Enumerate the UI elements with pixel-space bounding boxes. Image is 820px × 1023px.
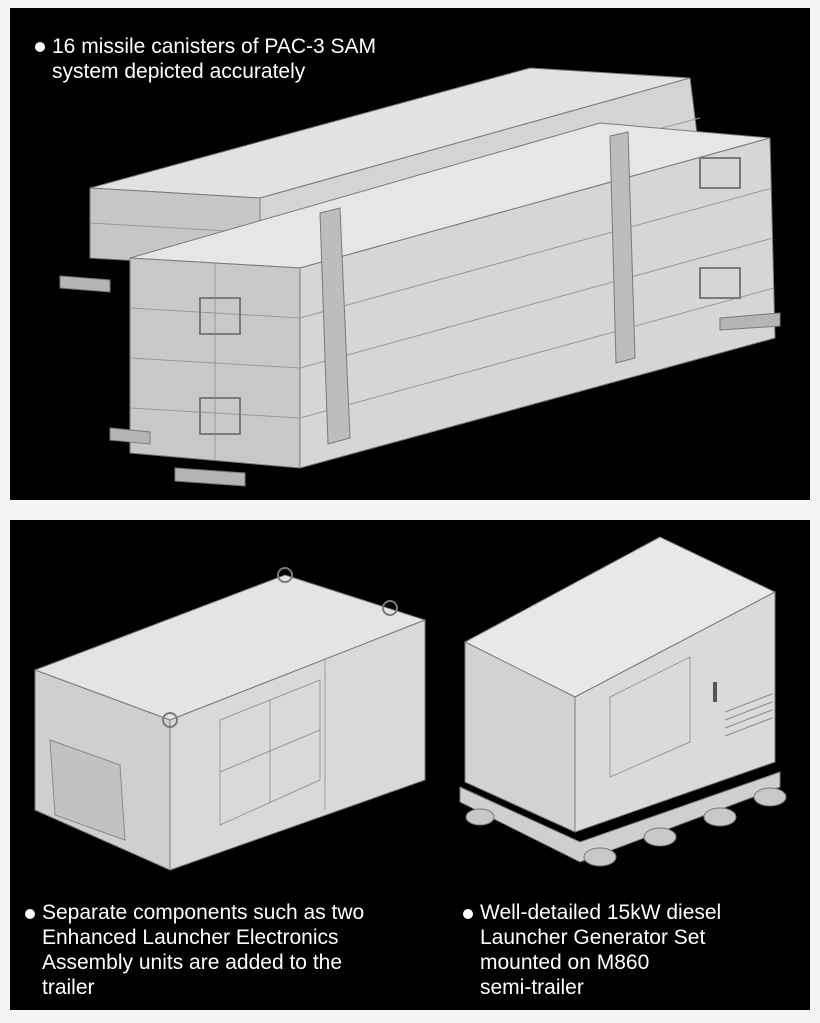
generator-caption: Well-detailed 15kW diesel Launcher Gener… — [480, 900, 721, 1000]
missile-canisters-image — [59, 67, 781, 487]
generator-set-image — [459, 536, 787, 867]
caption-line: Launcher Generator Set — [480, 926, 706, 949]
caption-line: Separate components such as two — [42, 901, 365, 924]
missile-canisters-panel: 16 missile canisters of PAC-3 SAM system… — [10, 8, 810, 500]
caption-line: Assembly units are added to the — [42, 951, 343, 974]
caption-line: Enhanced Launcher Electronics — [42, 926, 339, 949]
electronics-caption: Separate components such as two Enhanced… — [42, 900, 364, 1000]
canisters-caption: 16 missile canisters of PAC-3 SAM system… — [52, 34, 376, 84]
caption-line: semi-trailer — [480, 976, 584, 999]
caption-line: trailer — [42, 976, 95, 999]
canister-front-stack — [129, 122, 776, 469]
caption-line: system depicted accurately — [52, 60, 306, 83]
bullet-icon — [463, 909, 473, 919]
electronics-assembly-image — [33, 567, 427, 871]
generator-vent-grille — [724, 693, 773, 737]
bullet-icon — [25, 909, 35, 919]
caption-line: Well-detailed 15kW diesel — [480, 901, 722, 924]
canister-base-rails — [59, 275, 781, 487]
caption-line: 16 missile canisters of PAC-3 SAM — [52, 35, 377, 58]
bullet-icon — [35, 42, 45, 52]
caption-line: mounted on M860 — [480, 951, 650, 974]
components-panel: Separate components such as two Enhanced… — [10, 520, 810, 1010]
